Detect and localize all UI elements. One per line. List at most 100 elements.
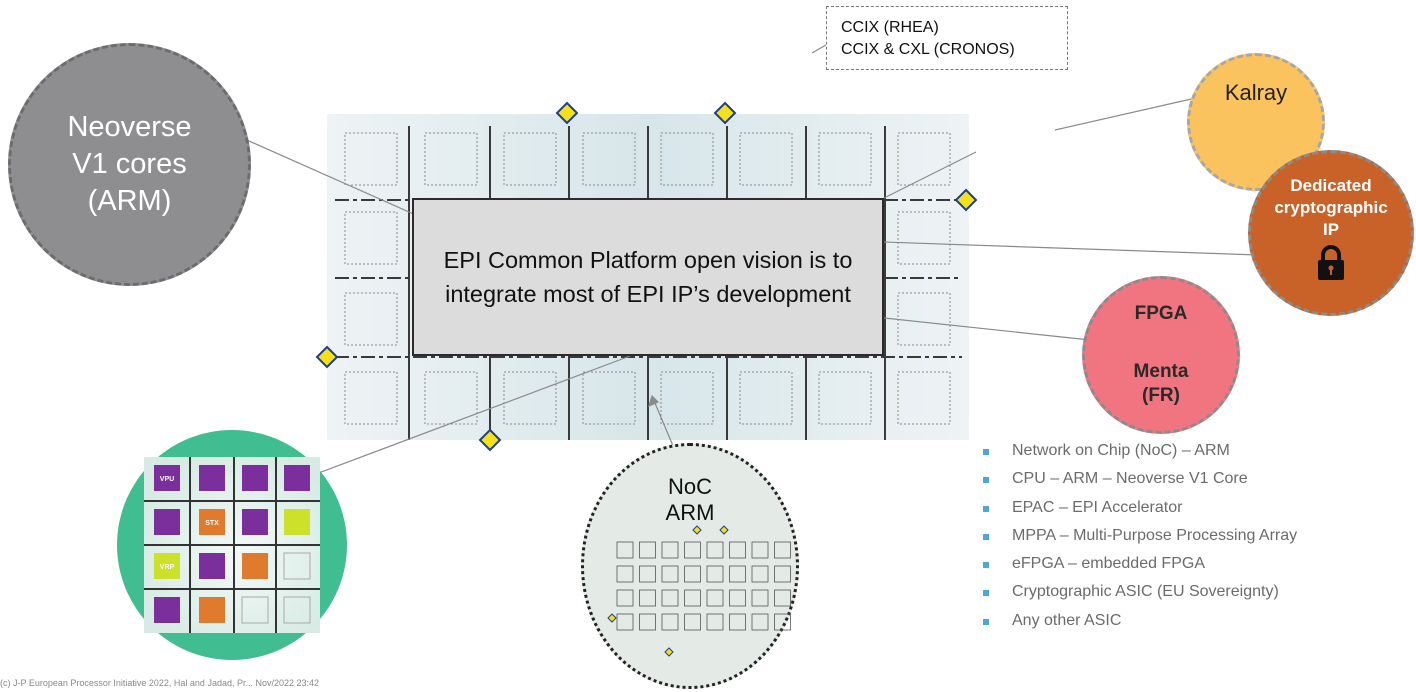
- chip-tile: [344, 292, 398, 346]
- chip-tile: [818, 132, 872, 186]
- connector-line: [299, 355, 631, 481]
- noc-mini-tile: [639, 589, 656, 607]
- vpu-tile: [199, 509, 225, 535]
- legend-item: Any other ASIC: [974, 607, 1297, 635]
- neoverse-line1: Neoverse: [67, 111, 192, 143]
- vpu-tile-label: VRP: [160, 564, 175, 571]
- vpu-tile: [242, 509, 268, 535]
- chip-tile: [739, 132, 793, 186]
- connector-line: [1054, 96, 1201, 131]
- fpga-line2: Menta: [1133, 361, 1189, 382]
- chip-tile: [344, 371, 398, 425]
- noc-line2: ARM: [665, 500, 715, 525]
- noc-mini-tile: [706, 613, 724, 631]
- vpu-tile-label: VPU: [160, 476, 174, 483]
- chip-tile: [897, 211, 951, 265]
- noc-mini-tile: [616, 613, 634, 631]
- legend-item: eFPGA – embedded FPGA: [974, 550, 1297, 578]
- arrow-head: [648, 394, 660, 408]
- noc-mini-tile: [751, 589, 769, 607]
- interface-diamond: [954, 188, 978, 212]
- noc-mini-grid: [607, 525, 791, 657]
- vpu-tile: [154, 553, 180, 579]
- noc-mini-tile: [729, 565, 746, 583]
- noc-mini-tile: [661, 541, 679, 559]
- chip-tile: [344, 132, 398, 186]
- vpu-tile: [242, 553, 268, 579]
- chip-tile: [424, 132, 478, 186]
- crypto-line1: Dedicated: [1290, 176, 1372, 195]
- connector-line: [811, 44, 827, 54]
- footer-note: (c) J-P European Processor Initiative 20…: [0, 678, 320, 688]
- legend-item: MPPA – Multi-Purpose Processing Array: [974, 522, 1297, 550]
- vpu-tile: [283, 596, 311, 624]
- ccix-line1: CCIX (RHEA): [841, 19, 939, 36]
- fpga-line1: FPGA: [1134, 303, 1188, 324]
- noc-mini-tile: [661, 613, 679, 631]
- chip-tile: [424, 371, 478, 425]
- noc-mini-tile: [706, 589, 724, 607]
- noc-mini-tile: [751, 541, 769, 559]
- neoverse-circle: Neoverse V1 cores (ARM): [8, 43, 251, 286]
- noc-mini-tile: [774, 565, 791, 583]
- noc-mini-tile: [774, 589, 791, 607]
- crypto-line3: IP: [1322, 220, 1340, 239]
- noc-mini-tile: [751, 565, 769, 583]
- legend-item: Cryptographic ASIC (EU Sovereignty): [974, 578, 1297, 606]
- noc-mini-diamond: [664, 647, 674, 657]
- crypto-circle: Dedicated cryptographic IP: [1248, 150, 1414, 316]
- noc-mini-tile: [684, 541, 701, 559]
- interface-diamond: [555, 101, 579, 125]
- interface-diamonds: [315, 101, 978, 452]
- vpu-tile-grid: VPU STX VRP: [144, 457, 320, 633]
- vpu-tile: [284, 465, 310, 491]
- vpu-tile-label: STX: [205, 520, 219, 527]
- chip-tile: [897, 371, 951, 425]
- noc-mini-tile: [751, 613, 769, 631]
- chip-bus: [335, 126, 962, 440]
- chip-tile: [660, 371, 714, 425]
- ip-legend-list: Network on Chip (NoC) – ARM CPU – ARM – …: [974, 437, 1297, 635]
- noc-mini-tile: [729, 613, 746, 631]
- noc-mini-diamond: [692, 525, 702, 535]
- vpu-tile: [242, 465, 268, 491]
- neoverse-line2: V1 cores: [72, 148, 187, 180]
- noc-mini-tile: [661, 565, 679, 583]
- fpga-line3: (FR): [1142, 385, 1180, 406]
- vpu-tile: [199, 597, 225, 623]
- kalray-label: Kalray: [1224, 80, 1288, 105]
- fpga-circle: FPGA Menta (FR): [1082, 276, 1240, 434]
- chip-tile: [897, 132, 951, 186]
- noc-mini-tile: [706, 541, 724, 559]
- vpu-tile: [154, 509, 180, 535]
- connector-line: [883, 241, 1259, 256]
- noc-mini-diamond: [607, 613, 617, 623]
- vpu-tile: [283, 552, 311, 580]
- connector-line: [883, 317, 1091, 341]
- interface-diamond: [315, 345, 339, 369]
- noc-line1: NoC: [667, 474, 712, 499]
- noc-mini-tile: [616, 565, 634, 583]
- noc-mini-tile: [639, 613, 656, 631]
- chip-tile: [660, 132, 714, 186]
- chip-tile: [503, 132, 557, 186]
- noc-mini-tile: [774, 613, 791, 631]
- noc-mini-tile: [616, 541, 634, 559]
- interface-diamond: [478, 428, 502, 452]
- connector-line: [239, 136, 419, 217]
- noc-mini-tile: [774, 541, 791, 559]
- noc-mini-tile: [684, 589, 701, 607]
- lock-icon: [1318, 245, 1344, 280]
- noc-mini-tile: [639, 565, 656, 583]
- noc-mini-diamond: [719, 525, 729, 535]
- vpu-tile: [154, 597, 180, 623]
- vpu-tile-circle: VPU STX VRP: [117, 430, 347, 660]
- chip-tiles: [344, 132, 951, 425]
- vpu-tile: [154, 465, 180, 491]
- chip-tile: [344, 211, 398, 265]
- vpu-tile: [284, 509, 310, 535]
- noc-mini-tile: [639, 541, 656, 559]
- ccix-box: CCIX (RHEA) CCIX & CXL (CRONOS): [826, 6, 1068, 70]
- neoverse-line3: (ARM): [87, 185, 172, 217]
- legend-item: EPAC – EPI Accelerator: [974, 494, 1297, 522]
